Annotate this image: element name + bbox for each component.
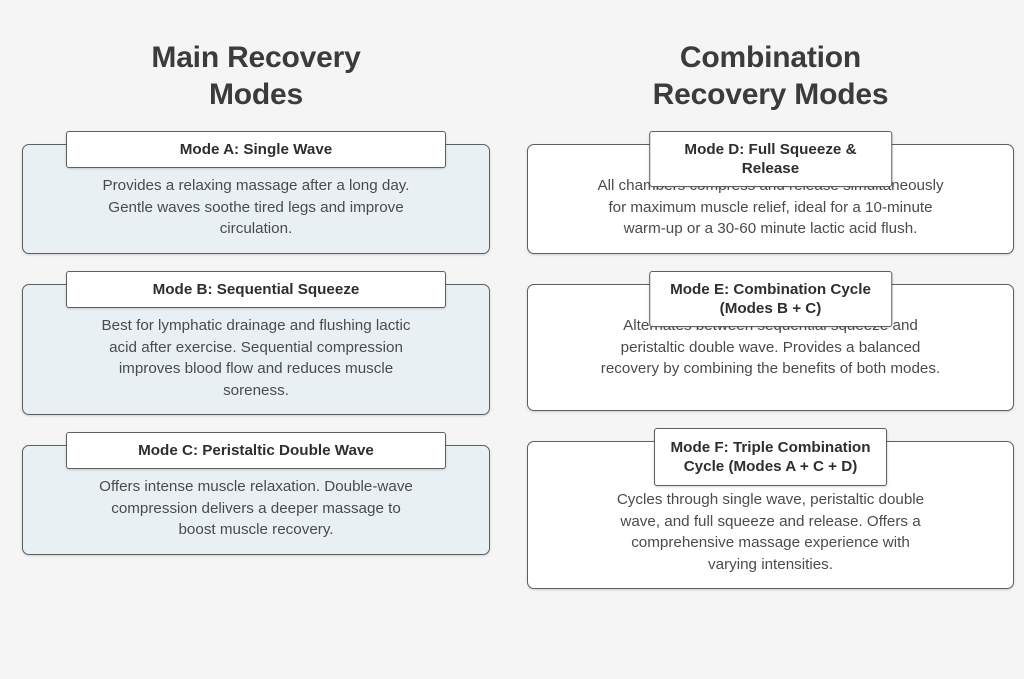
column-title-main-recovery-modes: Main Recovery Modes <box>151 41 361 111</box>
mode-card-e-title: Mode E: Combination Cycle (Modes B + C) <box>648 270 893 328</box>
mode-card-c-description: Offers intense muscle relaxation. Double… <box>99 478 413 539</box>
mode-card-a[interactable]: Mode A: Single Wave Provides a relaxing … <box>22 131 490 254</box>
mode-card-a-title: Mode A: Single Wave <box>66 131 446 169</box>
mode-card-a-description: Provides a relaxing massage after a long… <box>102 177 410 238</box>
column-combination-recovery-modes: Combination Recovery Modes Mode D: Full … <box>512 0 1024 679</box>
mode-card-d-description: All chambers compress and release simult… <box>597 177 944 238</box>
mode-card-f[interactable]: Mode F: Triple Combination Cycle (Modes … <box>527 427 1014 590</box>
mode-card-d-title: Mode D: Full Squeeze & Release <box>648 131 893 188</box>
mode-card-f-body: Cycles through single wave, peristaltic … <box>527 440 1014 590</box>
column-main-recovery-modes: Main Recovery Modes Mode A: Single Wave … <box>22 41 490 572</box>
column-title-combination-recovery-modes: Combination Recovery Modes <box>652 41 889 111</box>
mode-card-f-description: Cycles through single wave, peristaltic … <box>616 490 925 573</box>
mode-card-f-title: Mode F: Triple Combination Cycle (Modes … <box>653 427 888 487</box>
mode-card-c[interactable]: Mode C: Peristaltic Double Wave Offers i… <box>22 432 490 556</box>
mode-card-b-title: Mode B: Sequential Squeeze <box>66 270 446 309</box>
mode-card-e[interactable]: Mode E: Combination Cycle (Modes B + C) … <box>527 270 1014 411</box>
card-list-combination-recovery-modes: Mode D: Full Squeeze & Release All chamb… <box>527 131 1014 606</box>
mode-card-d[interactable]: Mode D: Full Squeeze & Release All chamb… <box>527 131 1014 254</box>
mode-card-e-body: Alternates between sequential squeeze an… <box>527 283 1014 411</box>
mode-card-b-description: Best for lymphatic drainage and flushing… <box>101 316 411 399</box>
card-list-main-recovery-modes: Mode A: Single Wave Provides a relaxing … <box>22 131 490 572</box>
mode-card-b[interactable]: Mode B: Sequential Squeeze Best for lymp… <box>22 270 490 416</box>
mode-card-c-title: Mode C: Peristaltic Double Wave <box>66 432 446 470</box>
